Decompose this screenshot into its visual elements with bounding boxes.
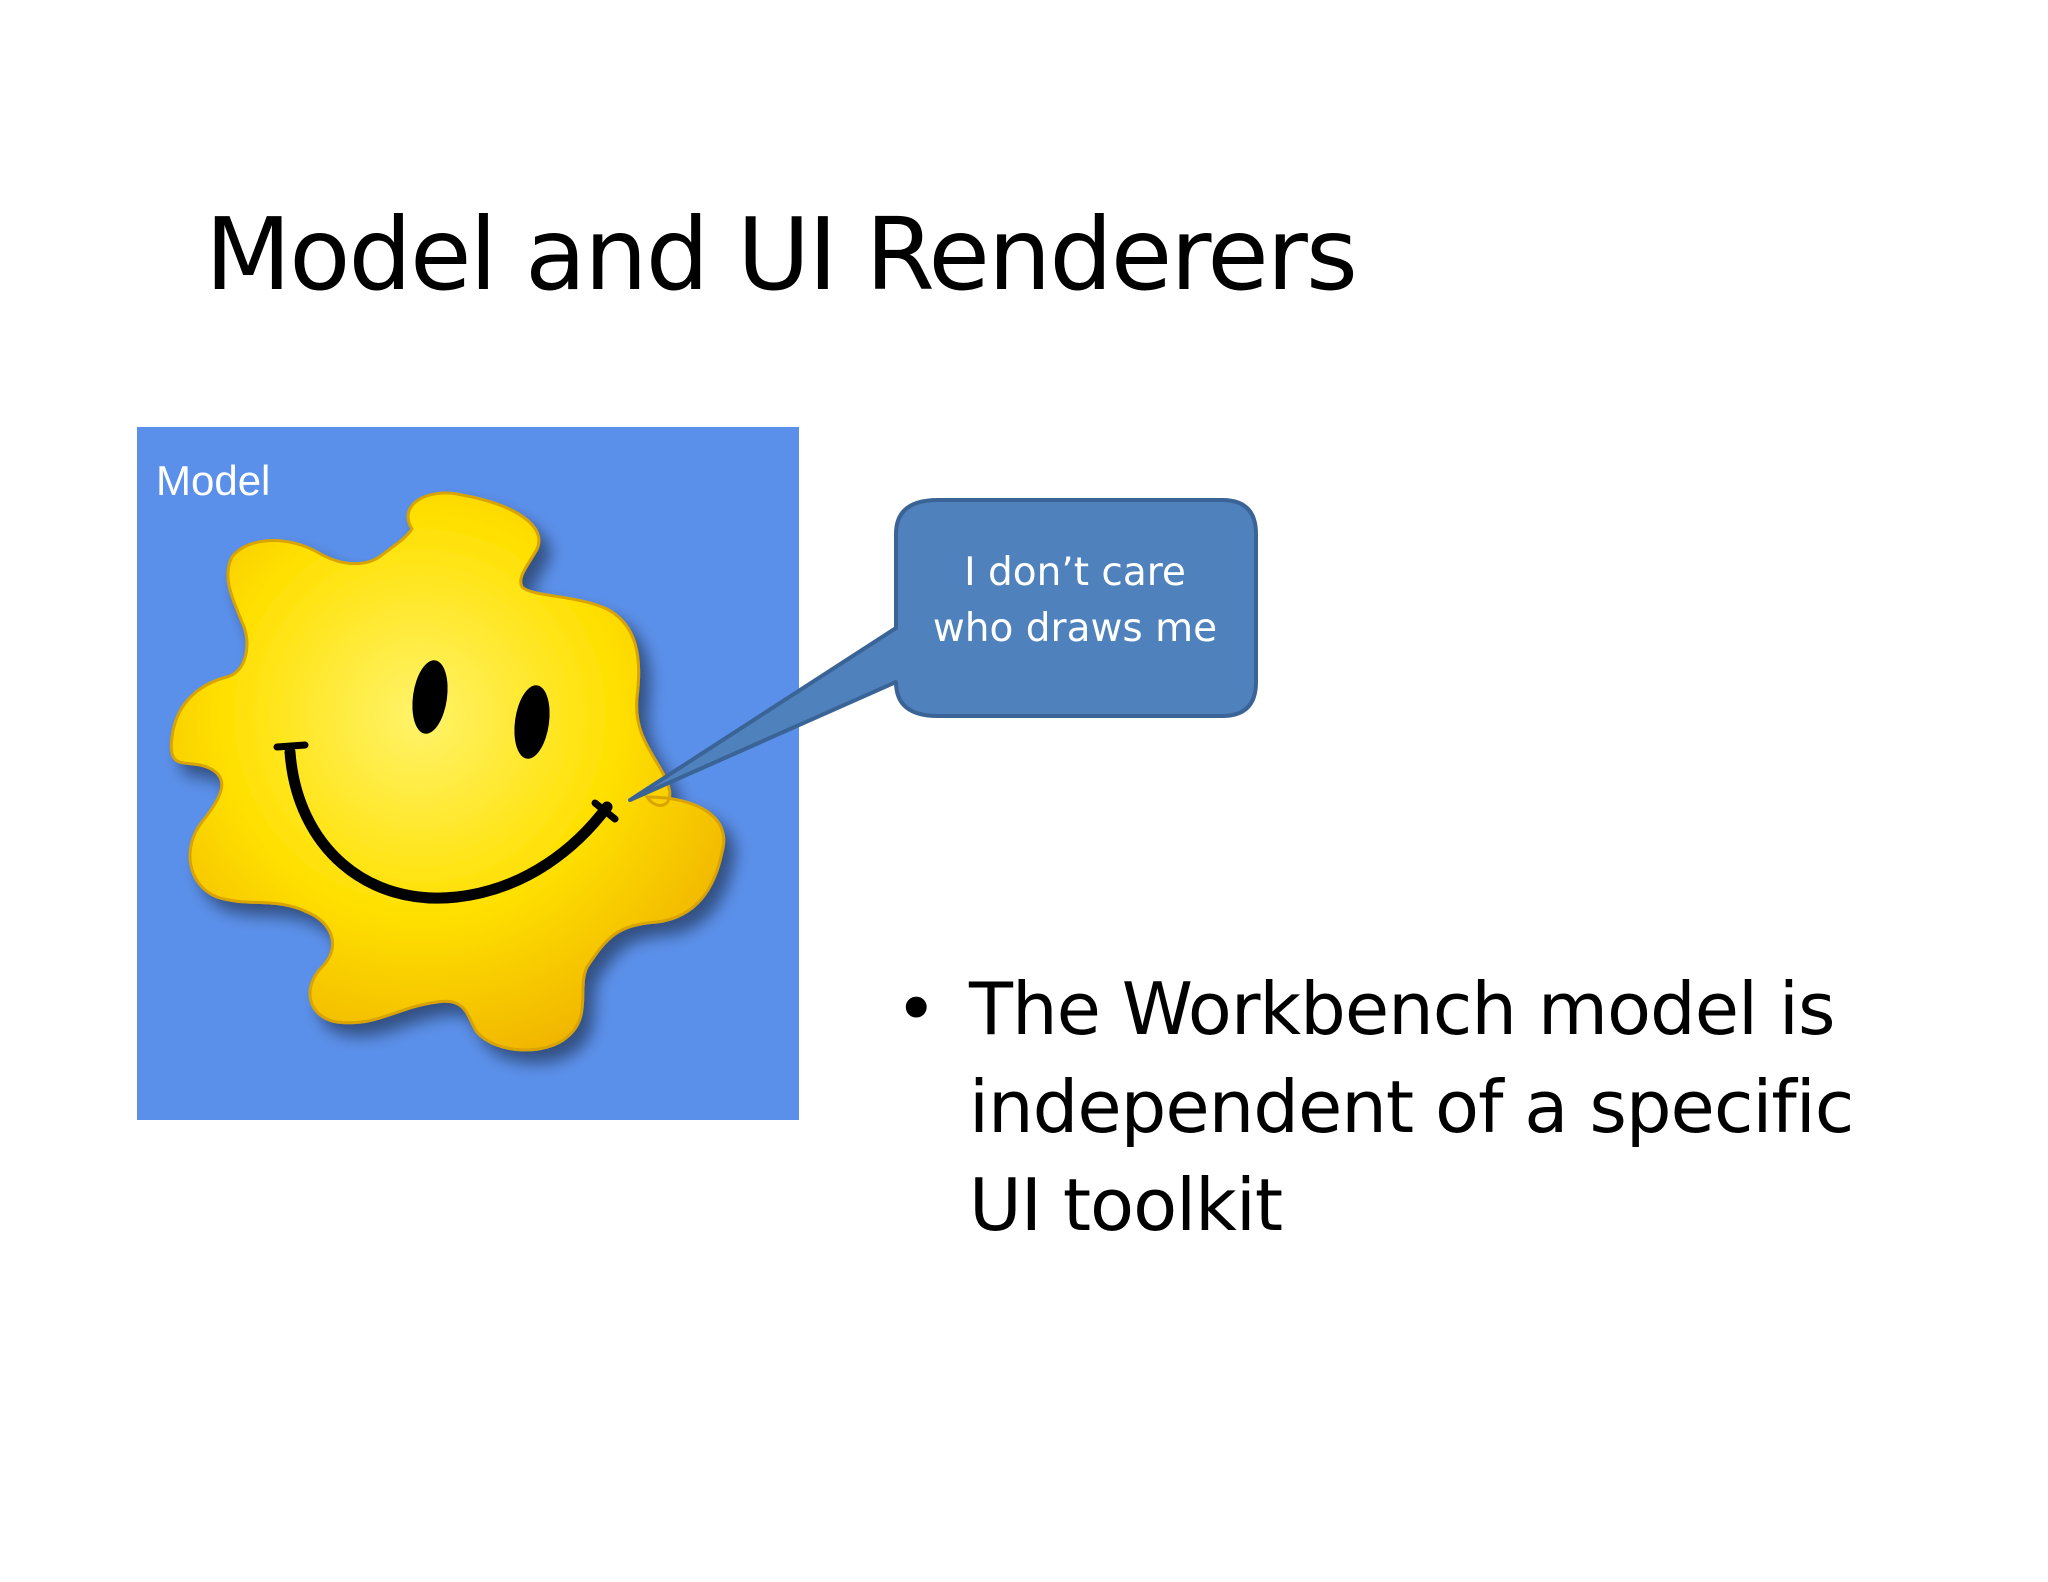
bullet-line-2: independent of a specific — [969, 1065, 1854, 1149]
speech-callout-shape — [628, 498, 1258, 802]
model-label: Model — [156, 457, 271, 504]
callout-line-1: I don’t care — [964, 550, 1186, 595]
bullet-line-3: UI toolkit — [969, 1163, 1283, 1247]
bullet-item: • The Workbench model is independent of … — [895, 960, 1895, 1254]
speech-callout-text: I don’t care who draws me — [895, 545, 1255, 657]
bullet-list: • The Workbench model is independent of … — [895, 960, 1895, 1254]
bullet-line-1: The Workbench model is — [969, 967, 1835, 1051]
bullet-marker: • — [895, 967, 937, 1051]
callout-line-2: who draws me — [932, 606, 1218, 651]
slide-title: Model and UI Renderers — [205, 196, 1358, 313]
smiley-puzzle-piece-icon — [169, 491, 726, 1052]
